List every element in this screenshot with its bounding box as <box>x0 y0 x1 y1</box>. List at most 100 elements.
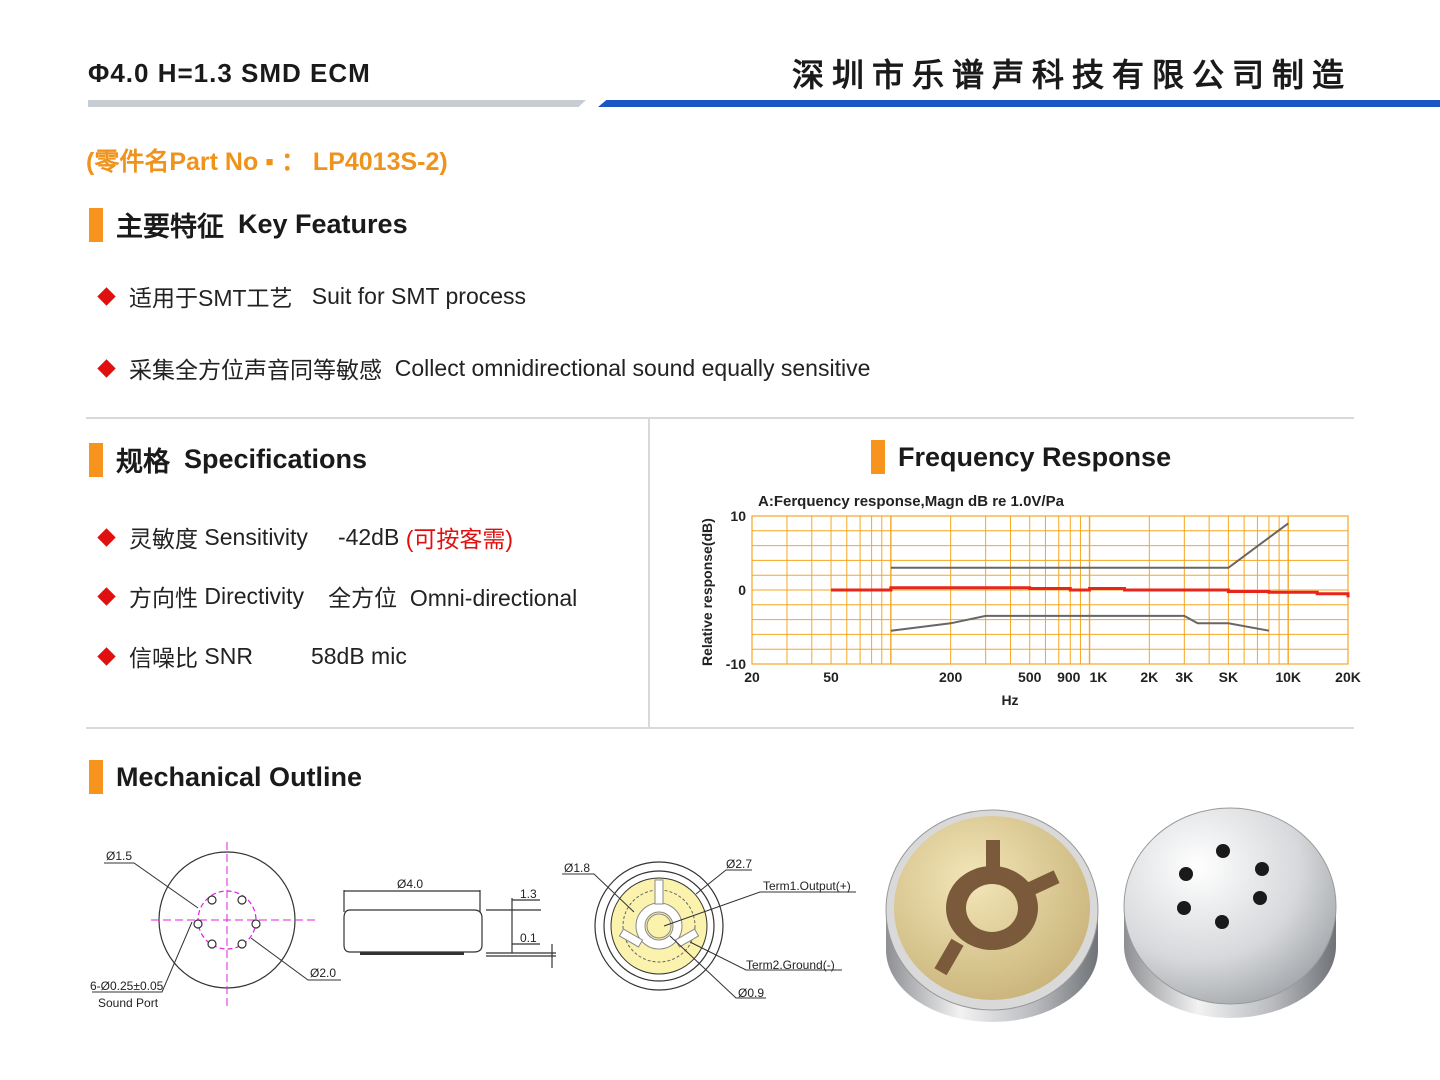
sound-port <box>237 895 247 905</box>
pad-arm <box>1026 870 1060 896</box>
chart-x-label: Hz <box>1001 692 1018 708</box>
leader-line <box>663 891 856 927</box>
company-name: 深圳市乐谱声科技有限公司制造 <box>791 57 1352 93</box>
diamond-bullet-icon <box>97 527 116 547</box>
dim-d1: Ø1.8 <box>564 861 590 875</box>
diamond-bullet-icon <box>97 286 116 306</box>
product-photo-top <box>1123 807 1337 1018</box>
features-title-cn: 主要特征 <box>116 212 224 242</box>
divider <box>86 417 1354 419</box>
label-term1: Term1.Output(+) <box>763 879 851 893</box>
x-tick-label: 2K <box>1140 669 1158 685</box>
center-pad <box>646 913 672 939</box>
specs-title-cn: 规格 <box>116 447 170 477</box>
section-marker <box>871 440 885 474</box>
product-photo-bottom <box>885 809 1099 1022</box>
pad-arm <box>986 840 1000 870</box>
section-marker <box>89 207 103 242</box>
spec-label-en: Sensitivity <box>204 523 308 550</box>
section-marker <box>89 760 103 794</box>
ground-spoke <box>618 928 644 948</box>
sound-hole <box>1216 844 1230 858</box>
frequency-title: Frequency Response <box>898 441 1172 472</box>
spec-label-en: Directivity <box>204 582 305 609</box>
sound-port <box>207 939 217 949</box>
sound-port <box>237 939 247 949</box>
chart-title: A:Ferquency response,Magn dB re 1.0V/Pa <box>758 493 1065 510</box>
spec-snr: 信噪比 SNR 58dB mic <box>96 639 407 673</box>
mechanical-title: Mechanical Outline <box>116 761 363 792</box>
model-title: Φ4.0 H=1.3 SMD ECM <box>88 58 371 88</box>
spec-label-en: SNR <box>204 642 253 669</box>
x-tick-label: 20 <box>744 669 760 685</box>
pad-arm <box>934 938 964 976</box>
dim-outer: Ø1.5 <box>106 849 132 863</box>
dim-diameter: Ø4.0 <box>397 877 423 891</box>
spec-value: 58dB mic <box>310 642 407 669</box>
spec-label-cn: 信噪比 <box>129 645 198 671</box>
y-tick-label: 0 <box>738 582 746 598</box>
leader-line <box>562 873 635 913</box>
side-view-drawing: Ø4.0 1.3 0.1 <box>343 877 556 968</box>
diamond-bullet-icon <box>97 358 116 378</box>
dim-height: 1.3 <box>520 887 537 901</box>
series-response <box>831 586 1350 598</box>
ground-spoke <box>654 879 664 905</box>
leader-line <box>92 921 193 993</box>
ground-ring <box>635 902 683 950</box>
label-term2: Term2.Ground(-) <box>746 958 835 972</box>
features-title-en: Key Features <box>238 209 408 239</box>
dim-ports: 6-Ø0.25±0.05 <box>90 979 164 993</box>
x-tick-label: 500 <box>1018 669 1042 685</box>
label-sound-port: Sound Port <box>98 996 159 1010</box>
divider-vertical <box>648 419 650 727</box>
feature-item: 适用于SMT工艺 Suit for SMT process <box>96 279 526 313</box>
spec-sensitivity: 灵敏度 Sensitivity -42dB (可按客需) <box>96 520 513 554</box>
dashed-pad-ring <box>622 889 696 963</box>
sound-port <box>251 919 261 929</box>
feature-cn: 采集全方位声音同等敏感 <box>129 357 382 383</box>
diamond-bullet-icon <box>97 586 116 606</box>
feature-en: Collect omnidirectional sound equally se… <box>394 354 871 381</box>
chart-y-label: Relative response(dB) <box>699 518 715 666</box>
silver-face <box>1123 807 1337 1005</box>
sound-hole <box>1255 862 1269 876</box>
side-body-outline <box>343 909 483 953</box>
leader-line <box>250 937 341 981</box>
feature-item: 采集全方位声音同等敏感 Collect omnidirectional soun… <box>96 351 870 385</box>
x-tick-label: 10K <box>1275 669 1301 685</box>
chart-series <box>831 522 1350 632</box>
sound-hole <box>1179 867 1193 881</box>
bottom-view-drawing: Ø1.8 Ø2.7 Term1.Output(+) Term2.Ground(-… <box>562 857 856 1000</box>
frequency-heading: Frequency Response <box>871 440 1171 474</box>
header-divider-gray <box>88 100 586 107</box>
x-tick-label: 50 <box>823 669 839 685</box>
section-marker <box>89 442 103 477</box>
top-view-drawing: Ø1.5 6-Ø0.25±0.05 Sound Port Ø2.0 <box>90 842 341 1010</box>
divider <box>86 727 1354 729</box>
part-number: (零件名Part No ▪ ： LP4013S-2) <box>86 148 448 176</box>
dim-d2: Ø2.7 <box>726 857 752 871</box>
features-heading: 主要特征 Key Features <box>89 205 408 244</box>
series-upper-limit <box>890 522 1289 569</box>
frequency-response-chart: A:Ferquency response,Magn dB re 1.0V/Pa … <box>699 493 1361 708</box>
feature-en: Suit for SMT process <box>311 282 527 309</box>
x-tick-label: 900 <box>1057 669 1081 685</box>
x-tick-label: 3K <box>1175 669 1193 685</box>
specs-heading: 规格 Specifications <box>89 440 367 479</box>
leader-line <box>695 869 752 895</box>
dim-ring: Ø2.0 <box>310 966 336 980</box>
sound-port <box>193 919 203 929</box>
header-divider-blue <box>598 100 1440 107</box>
series-lower-limit <box>890 614 1270 632</box>
spec-directivity: 方向性 Directivity 全方位 Omni-directional <box>96 579 577 613</box>
sound-hole <box>1253 891 1267 905</box>
leader-line <box>669 935 766 999</box>
x-tick-label: SK <box>1219 669 1238 685</box>
y-tick-label: 10 <box>730 508 746 524</box>
spec-note: (可按客需) <box>405 526 514 552</box>
solder-pad <box>360 952 464 955</box>
specs-title-en: Specifications <box>184 444 368 474</box>
sound-hole <box>1215 915 1229 929</box>
